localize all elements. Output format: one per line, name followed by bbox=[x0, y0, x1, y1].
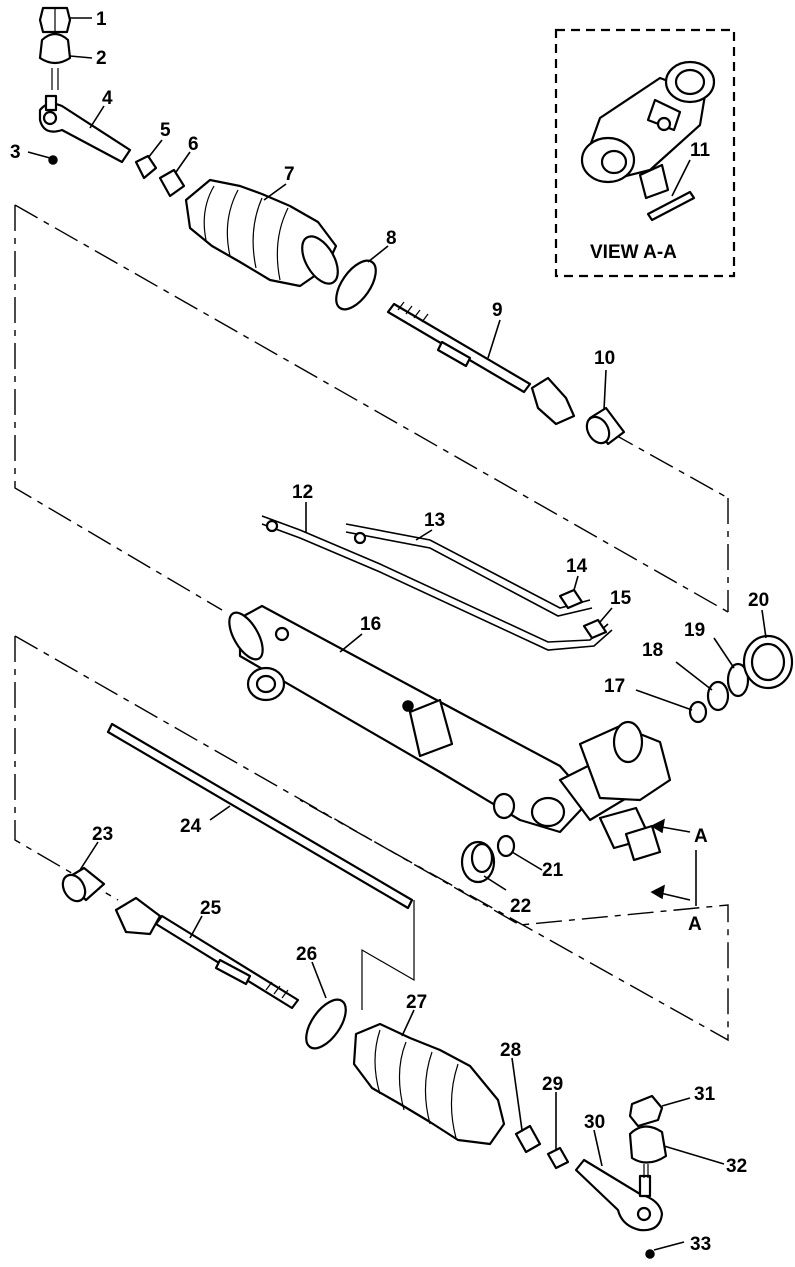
section-a-marker-lower: A bbox=[650, 884, 702, 935]
outer-tie-rod-upper bbox=[38, 6, 186, 198]
part-3-cotter-pin bbox=[48, 155, 58, 165]
callout-1: 1 bbox=[96, 9, 107, 30]
callout-20: 20 bbox=[748, 590, 769, 611]
part-8-clamp bbox=[335, 259, 377, 311]
callout-22: 22 bbox=[510, 896, 531, 917]
part-33-cotter-pin bbox=[645, 1249, 655, 1259]
callout-33: 33 bbox=[690, 1234, 711, 1255]
part-26-clamp bbox=[305, 998, 347, 1050]
part-16-gear-housing bbox=[228, 604, 672, 862]
callout-29: 29 bbox=[542, 1074, 563, 1095]
valve-housing-detail bbox=[580, 60, 716, 200]
part-10-bushing bbox=[585, 406, 626, 446]
callout-10: 10 bbox=[594, 348, 615, 369]
callout-17: 17 bbox=[604, 676, 625, 697]
callout-9: 9 bbox=[492, 300, 503, 321]
callout-19: 19 bbox=[684, 620, 705, 641]
callout-31: 31 bbox=[694, 1084, 716, 1105]
part-19-ring bbox=[726, 662, 750, 698]
alignment-lines bbox=[14, 204, 729, 1042]
inner-tie-rod-upper bbox=[386, 301, 576, 426]
callout-25: 25 bbox=[200, 898, 222, 919]
part-28-clamp bbox=[514, 1124, 542, 1154]
callout-12: 12 bbox=[292, 482, 313, 503]
input-shaft bbox=[624, 824, 662, 862]
callout-5: 5 bbox=[160, 120, 171, 141]
callout-16: 16 bbox=[360, 614, 381, 635]
callout-21: 21 bbox=[542, 860, 564, 881]
part-12-line bbox=[261, 515, 609, 643]
callout-18: 18 bbox=[642, 640, 663, 661]
part-32-seal bbox=[628, 1125, 668, 1164]
part-23-bushing bbox=[61, 866, 106, 903]
boot-upper bbox=[184, 178, 339, 288]
part-29-jam-nut bbox=[546, 1146, 570, 1170]
callout-3: 3 bbox=[10, 142, 21, 163]
callout-4: 4 bbox=[102, 88, 113, 109]
part-17-ring bbox=[688, 700, 708, 724]
part-14-fitting bbox=[558, 588, 584, 610]
part-5-jam-nut bbox=[134, 154, 158, 180]
part-6-clamp bbox=[158, 168, 186, 198]
callout-11: 11 bbox=[690, 140, 711, 161]
callout-6: 6 bbox=[188, 134, 199, 155]
view-a-a-title: VIEW A-A bbox=[590, 242, 677, 263]
part-30-tie-rod-end bbox=[574, 1158, 664, 1232]
leader-lines bbox=[27, 17, 767, 1251]
callout-27: 27 bbox=[406, 992, 427, 1013]
part-22-plug bbox=[460, 840, 496, 884]
part-11-seal-rings bbox=[646, 190, 696, 222]
part-25-inner-tie-rod bbox=[114, 896, 300, 1010]
part-2-seal bbox=[38, 32, 72, 65]
callout-14: 14 bbox=[566, 556, 588, 577]
part-27-boot bbox=[352, 1022, 506, 1146]
callout-24: 24 bbox=[180, 816, 202, 837]
callout-30: 30 bbox=[584, 1112, 605, 1133]
callout-7: 7 bbox=[284, 164, 295, 185]
part-20-cap bbox=[742, 634, 794, 690]
part-15-fitting bbox=[582, 618, 608, 640]
callout-13: 13 bbox=[424, 510, 445, 531]
part-21-ring bbox=[496, 834, 516, 858]
callout-8: 8 bbox=[386, 228, 397, 249]
section-a-marker-upper: A bbox=[650, 818, 708, 847]
callout-2: 2 bbox=[96, 48, 107, 69]
callout-32: 32 bbox=[726, 1156, 747, 1177]
callout-labels: 1 2 3 4 5 6 7 8 9 10 12 13 14 15 16 17 1… bbox=[10, 9, 769, 1255]
part-18-seal bbox=[706, 680, 730, 712]
section-mark-a-1: A bbox=[694, 826, 708, 847]
callout-23: 23 bbox=[92, 824, 113, 845]
view-a-a-inset: 11 VIEW A-A bbox=[554, 28, 736, 278]
section-mark-a-2: A bbox=[688, 914, 702, 935]
callout-28: 28 bbox=[500, 1040, 521, 1061]
part-31-nut bbox=[628, 1094, 664, 1128]
callout-26: 26 bbox=[296, 944, 317, 965]
callout-15: 15 bbox=[610, 588, 632, 609]
part-24-rack bbox=[106, 722, 414, 910]
